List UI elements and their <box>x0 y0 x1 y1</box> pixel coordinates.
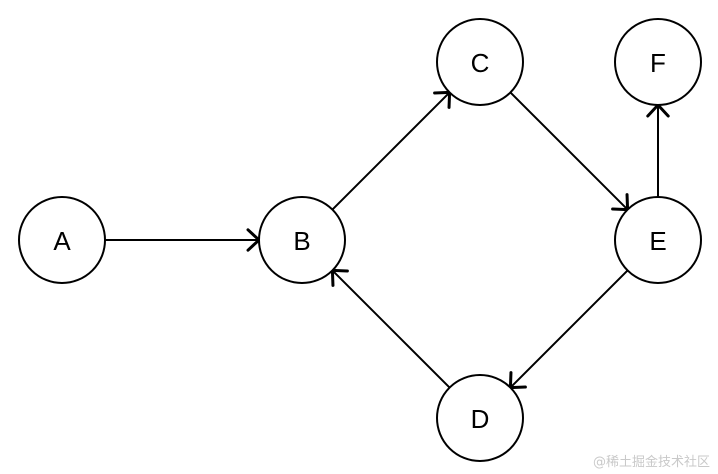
node-circle <box>436 18 524 106</box>
node-f: F <box>614 18 702 106</box>
node-circle <box>614 196 702 284</box>
node-circle <box>258 196 346 284</box>
node-d: D <box>436 374 524 462</box>
watermark-text: @稀土掘金技术社区 <box>592 455 710 470</box>
edge-d-to-b <box>330 268 451 389</box>
edges-layer <box>105 90 670 390</box>
node-label: F <box>650 48 666 78</box>
node-circle <box>614 18 702 106</box>
edge-b-to-c <box>331 90 452 211</box>
node-label: B <box>293 226 310 256</box>
node-circle <box>18 196 106 284</box>
node-c: C <box>436 18 524 106</box>
edge-line <box>331 269 451 389</box>
node-label: D <box>471 404 490 434</box>
node-label: A <box>53 226 71 256</box>
edge-e-to-d <box>508 269 629 390</box>
node-e: E <box>614 196 702 284</box>
node-label: C <box>471 48 490 78</box>
edge-e-to-f <box>646 103 670 197</box>
nodes-layer: A B C D E F <box>18 18 702 462</box>
node-b: B <box>258 196 346 284</box>
node-circle <box>436 374 524 462</box>
edge-line <box>331 91 451 211</box>
edge-line <box>509 269 629 389</box>
node-label: E <box>649 226 666 256</box>
edge-a-to-b <box>105 228 261 252</box>
node-a: A <box>18 196 106 284</box>
edge-line <box>509 91 629 211</box>
edge-c-to-e <box>509 91 630 212</box>
